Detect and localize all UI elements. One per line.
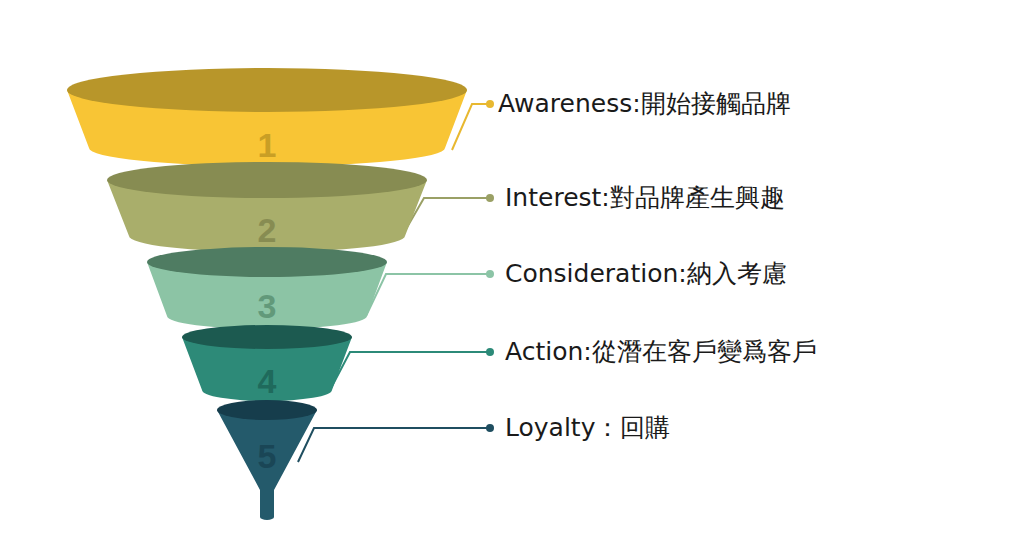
step-number: 2 <box>258 213 277 247</box>
leader-dot <box>486 194 494 202</box>
leader-line <box>298 428 490 462</box>
funnel-band: 5 <box>217 400 317 520</box>
band-rim <box>182 325 352 349</box>
stage-label: Consideration:納入考慮 <box>505 257 787 291</box>
leader-dot <box>486 100 494 108</box>
funnel-band: 3 <box>147 247 387 329</box>
stage-label: Action:從潛在客戶變爲客戶 <box>505 335 817 369</box>
stage-label: Interest:對品牌產生興趣 <box>505 181 785 215</box>
band-rim <box>107 162 427 198</box>
step-number: 3 <box>258 289 277 323</box>
band-rim <box>67 68 467 112</box>
band-body <box>217 410 317 520</box>
funnel-band: 1 <box>67 68 467 166</box>
step-number: 4 <box>258 364 277 398</box>
leader-dot <box>486 348 494 356</box>
band-rim <box>147 247 387 277</box>
stage-label: Awareness:開始接觸品牌 <box>498 87 791 121</box>
funnel-band: 4 <box>182 325 352 401</box>
leader-dot <box>486 424 494 432</box>
leader-dot <box>486 270 494 278</box>
band-rim <box>217 400 317 420</box>
step-number: 1 <box>258 128 277 162</box>
leader-line <box>366 274 490 316</box>
stage-label: Loyalty：回購 <box>505 411 670 445</box>
leader-line <box>330 352 490 390</box>
funnel-band: 2 <box>107 162 427 252</box>
step-number: 5 <box>258 439 277 473</box>
